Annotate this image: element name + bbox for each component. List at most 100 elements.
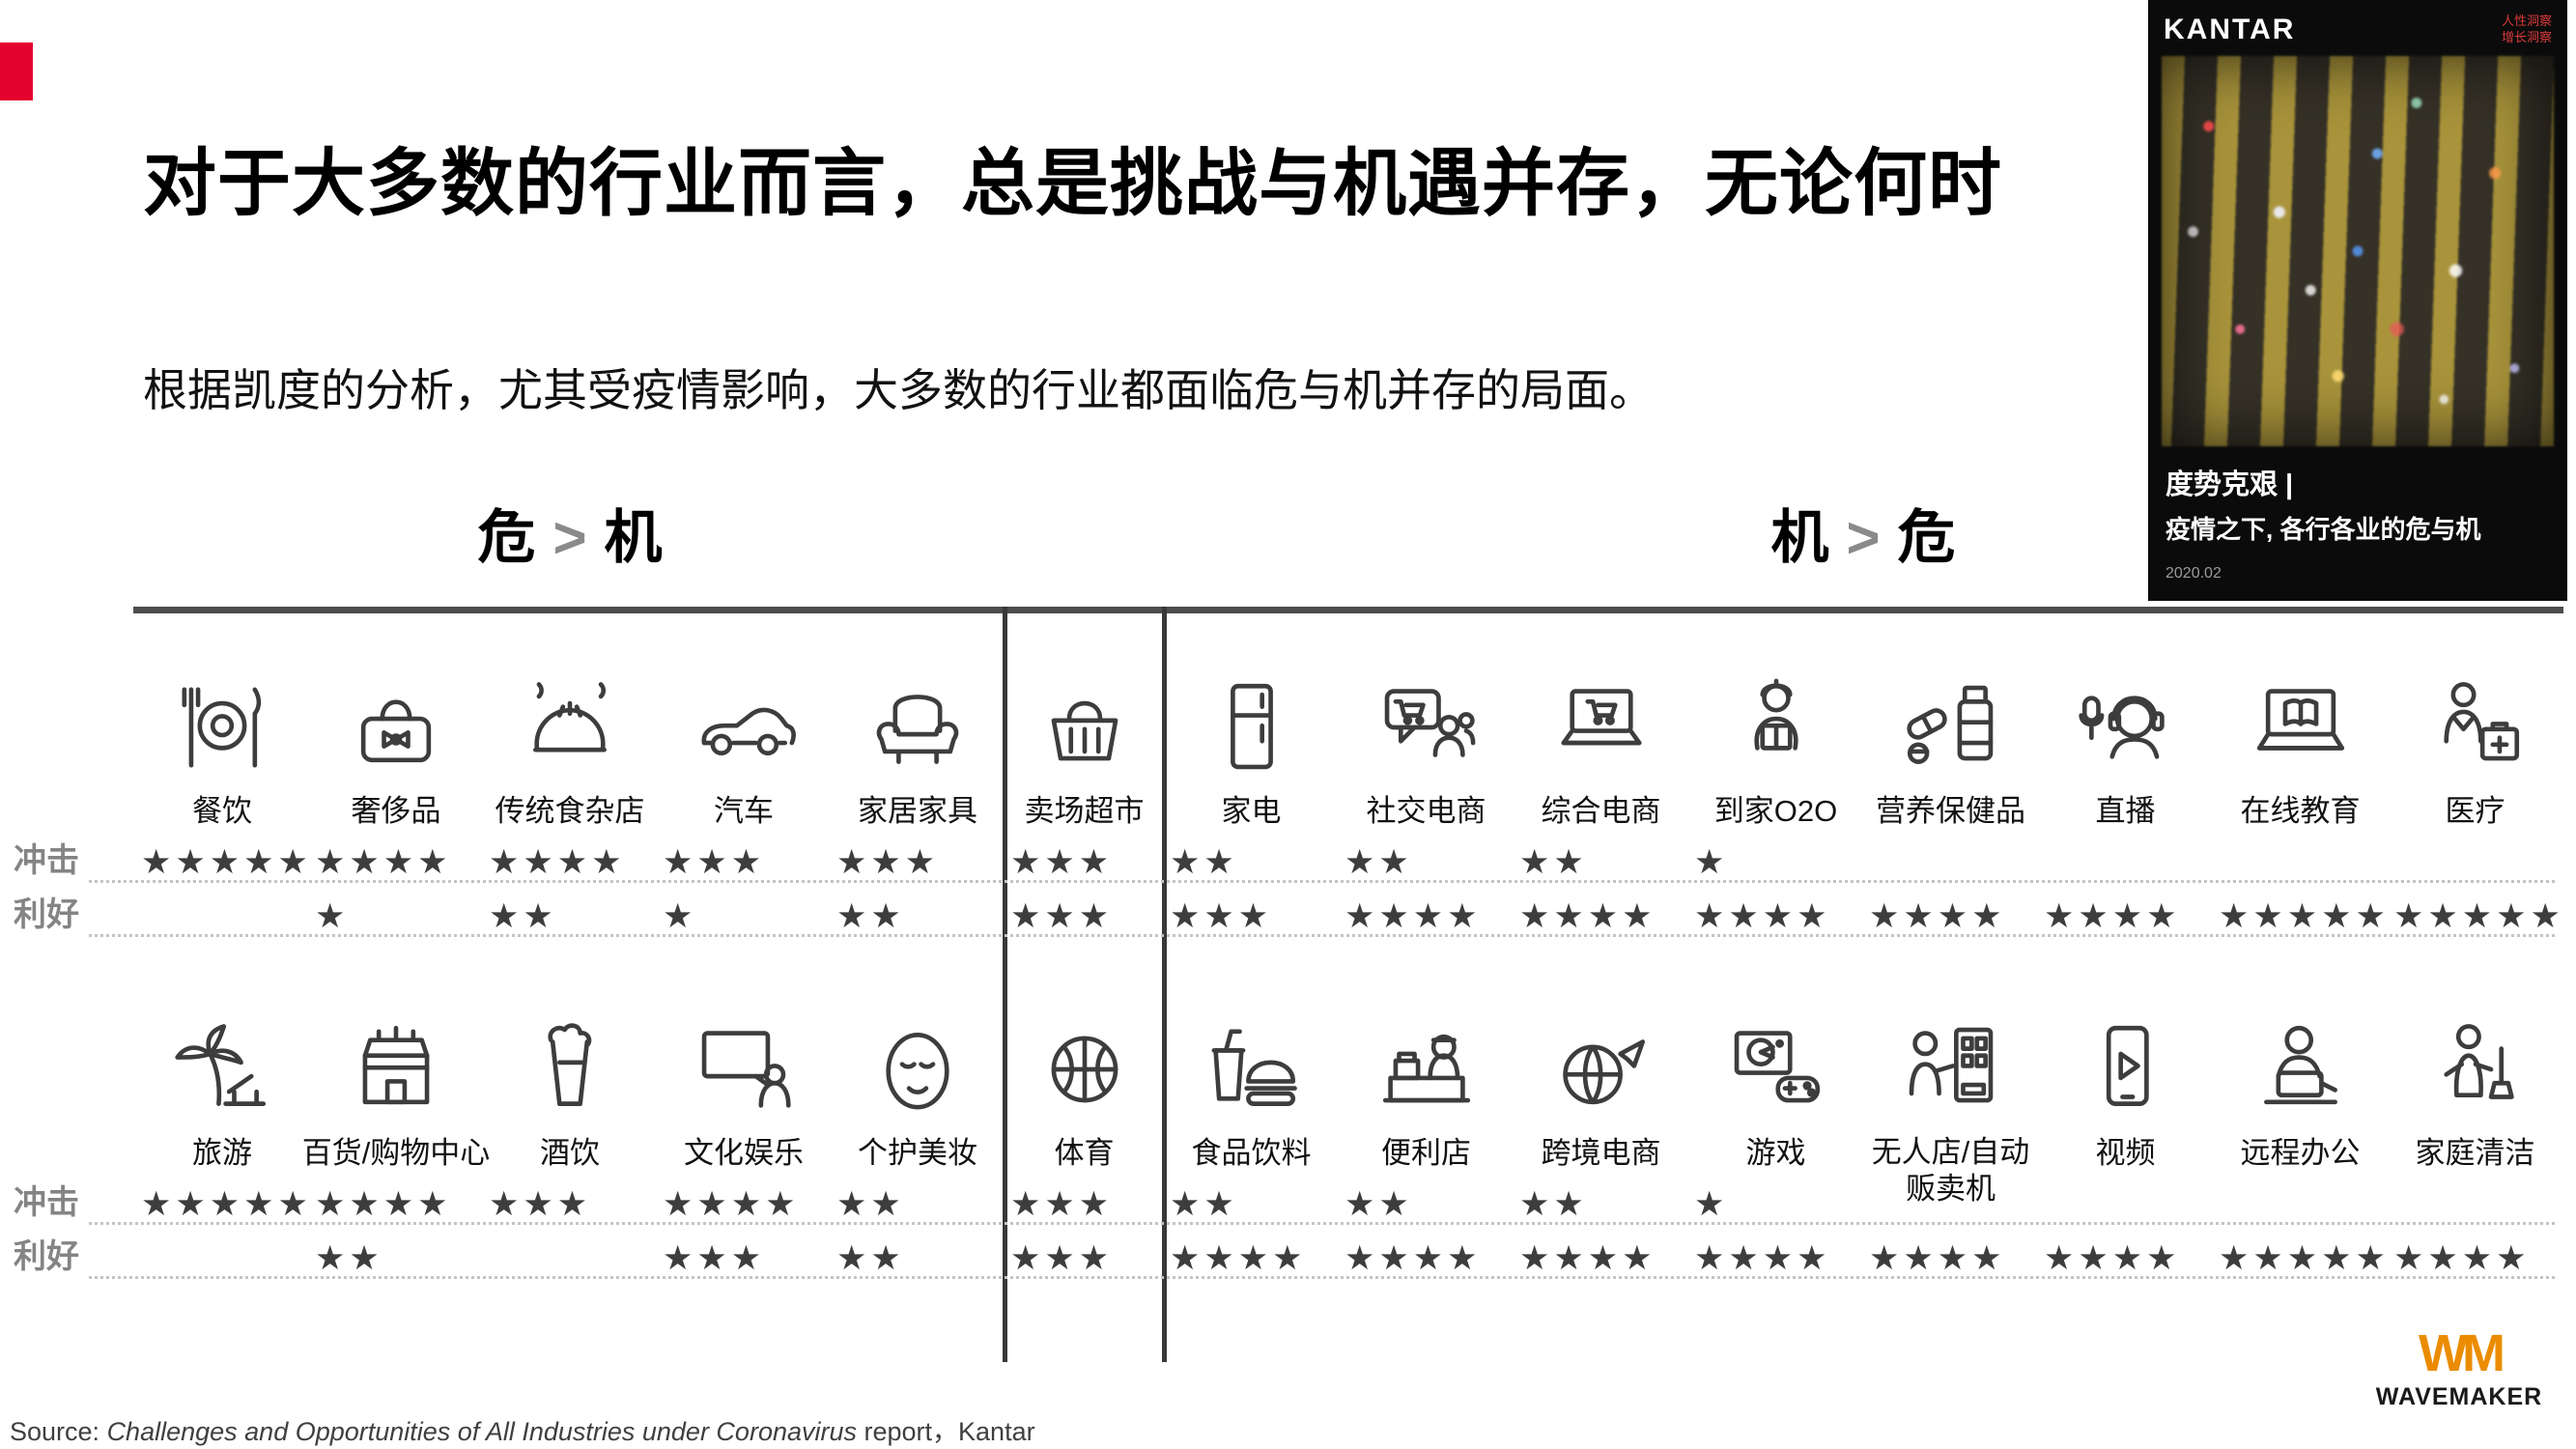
impact-stars-酒饮: ★★★ [489, 1185, 592, 1223]
benefit-stars-卖场超市: ★★★ [1010, 897, 1114, 935]
industry-label: 游戏 [1745, 1136, 1806, 1170]
department-store-icon [341, 997, 451, 1124]
industry-label: 食品饮料 [1191, 1136, 1312, 1170]
industry-远程办公: 远程办公 [2213, 997, 2388, 1173]
beer-icon [515, 997, 625, 1124]
basket-icon [1030, 655, 1140, 782]
zone-right-first: 机 [1770, 505, 1829, 570]
industry-label: 家电 [1221, 794, 1282, 828]
industry-label: 酒饮 [540, 1136, 600, 1170]
industry-家电: 家电 [1164, 655, 1339, 831]
industry-汽车: 汽车 [657, 655, 831, 831]
delivery-o2o-icon [1721, 655, 1831, 782]
benefit-stars-家居家具: ★★ [836, 897, 905, 935]
gutter [0, 655, 135, 831]
industry-体育: 体育 [1005, 997, 1164, 1173]
cover-title-line2: 疫情之下, 各行各业的危与机 [2166, 515, 2481, 544]
industry-label: 综合电商 [1541, 794, 1661, 828]
video-icon [2071, 997, 2181, 1124]
industry-label: 到家O2O [1713, 794, 1838, 828]
benefit-stars-远程办公: ★★★★★ [2219, 1239, 2390, 1277]
convenience-store-icon [1372, 997, 1482, 1124]
benefit-row-label: 利好 [14, 1238, 79, 1275]
benefit-stars-汽车: ★ [663, 897, 697, 935]
impact-stars-餐饮: ★★★★★ [141, 843, 312, 881]
industry-label: 医疗 [2445, 794, 2505, 828]
middle-divider-right [1162, 607, 1167, 1362]
luxury-bag-icon [341, 655, 451, 782]
source-report-title: Challenges and Opportunities of All Indu… [106, 1417, 857, 1446]
industry-直播: 直播 [2038, 655, 2213, 831]
benefit-stars-游戏: ★★★★ [1694, 1239, 1831, 1277]
impact-stars-便利店: ★★ [1345, 1185, 1413, 1223]
benefit-stars-旅游 [135, 1275, 309, 1281]
home-cleaning-icon [2420, 997, 2531, 1124]
icon-row: 旅游百货/购物中心酒饮文化娱乐个护美妆体育食品饮料便利店跨境电商游戏无人店/自动… [0, 972, 2562, 1206]
industry-旅游: 旅游 [135, 997, 309, 1173]
industry-label: 体育 [1054, 1136, 1115, 1170]
benefit-stars-无人店/自动贩卖机: ★★★★ [1869, 1239, 2006, 1277]
live-stream-icon [2071, 655, 2181, 782]
benefit-stars-传统食杂店: ★★ [489, 897, 557, 935]
source-suffix: report，Kantar [857, 1417, 1035, 1446]
wavemaker-mark: WM [2419, 1324, 2505, 1382]
industry-label: 卖场超市 [1024, 794, 1145, 828]
basketball-icon [1030, 997, 1140, 1124]
benefit-stars-餐饮 [135, 933, 309, 939]
gaming-icon [1721, 997, 1831, 1124]
impact-row: 冲击★★★★★★★★★★★★★★★★★★★★★★★★★★★★★ [0, 831, 2562, 885]
benefit-stars-跨境电商: ★★★★ [1519, 1239, 1656, 1277]
impact-stars-医疗 [2388, 879, 2562, 885]
benefit-stars-社交电商: ★★★★ [1345, 897, 1482, 935]
industry-到家O2O: 到家O2O [1688, 655, 1863, 831]
cover-title-line1: 度势克艰 | [2166, 469, 2294, 500]
cross-border-icon [1546, 997, 1656, 1124]
wavemaker-logo: WM WAVEMAKER [2363, 1327, 2556, 1411]
impact-stars-游戏: ★ [1694, 1185, 1729, 1223]
middle-divider-left [1003, 607, 1007, 1362]
industry-label: 无人店/自动贩卖机 [1871, 1135, 2030, 1206]
impact-stars-百货/购物中心: ★★★★ [315, 1185, 452, 1223]
industry-label: 家庭清洁 [2415, 1136, 2535, 1170]
kantar-logo: KANTAR [2164, 14, 2296, 45]
impact-row-label: 冲击 [14, 1184, 79, 1221]
impact-stars-奢侈品: ★★★★ [315, 843, 452, 881]
zone-left-first: 危 [477, 505, 536, 570]
industry-家居家具: 家居家具 [831, 655, 1005, 831]
benefit-row: 利好★★★★★★★★★★★★★★★★★★★★★★★★★★★★★★★★★★★★★★… [0, 1227, 2562, 1281]
industry-label: 营养保健品 [1876, 794, 2025, 828]
medical-icon [2420, 655, 2531, 782]
benefit-stars-综合电商: ★★★★ [1519, 897, 1656, 935]
benefit-stars-视频: ★★★★ [2044, 1239, 2181, 1277]
steamed-bun-icon [515, 655, 625, 782]
industry-label: 直播 [2095, 794, 2156, 828]
impact-stars-综合电商: ★★ [1519, 843, 1588, 881]
benefit-row-label: 利好 [14, 896, 79, 933]
industry-label: 奢侈品 [351, 794, 441, 828]
cover-header: KANTAR 人性洞察 增长洞察 [2148, 0, 2567, 56]
industry-卖场超市: 卖场超市 [1005, 655, 1164, 831]
wavemaker-name: WAVEMAKER [2375, 1383, 2543, 1410]
crosswalk-photo [2162, 56, 2554, 446]
industry-家庭清洁: 家庭清洁 [2388, 997, 2562, 1173]
online-education-icon [2246, 655, 2356, 782]
industry-label: 个护美妆 [858, 1136, 977, 1170]
impact-stars-个护美妆: ★★ [836, 1185, 905, 1223]
kantar-report-cover: KANTAR 人性洞察 增长洞察 度势克艰 | 疫情之下, 各行各业的危与机 2… [2148, 0, 2567, 601]
impact-stars-跨境电商: ★★ [1519, 1185, 1588, 1223]
benefit-stars-家庭清洁: ★★★★ [2393, 1239, 2531, 1277]
impact-stars-到家O2O: ★ [1694, 843, 1729, 881]
cover-corner-text: 人性洞察 增长洞察 [2502, 14, 2552, 46]
impact-stars-体育: ★★★ [1010, 1185, 1114, 1223]
impact-stars-社交电商: ★★ [1345, 843, 1413, 881]
industry-酒饮: 酒饮 [483, 997, 657, 1173]
industry-社交电商: 社交电商 [1339, 655, 1514, 831]
social-ecommerce-icon [1372, 655, 1482, 782]
benefit-row: 利好★★★★★★★★★★★★★★★★★★★★★★★★★★★★★★★★★★★★★★… [0, 885, 2562, 939]
industry-传统食杂店: 传统食杂店 [483, 655, 657, 831]
impact-stars-家庭清洁 [2388, 1221, 2562, 1227]
benefit-stars-文化娱乐: ★★★ [663, 1239, 766, 1277]
industry-section-2: 旅游百货/购物中心酒饮文化娱乐个护美妆体育食品饮料便利店跨境电商游戏无人店/自动… [0, 972, 2562, 1281]
